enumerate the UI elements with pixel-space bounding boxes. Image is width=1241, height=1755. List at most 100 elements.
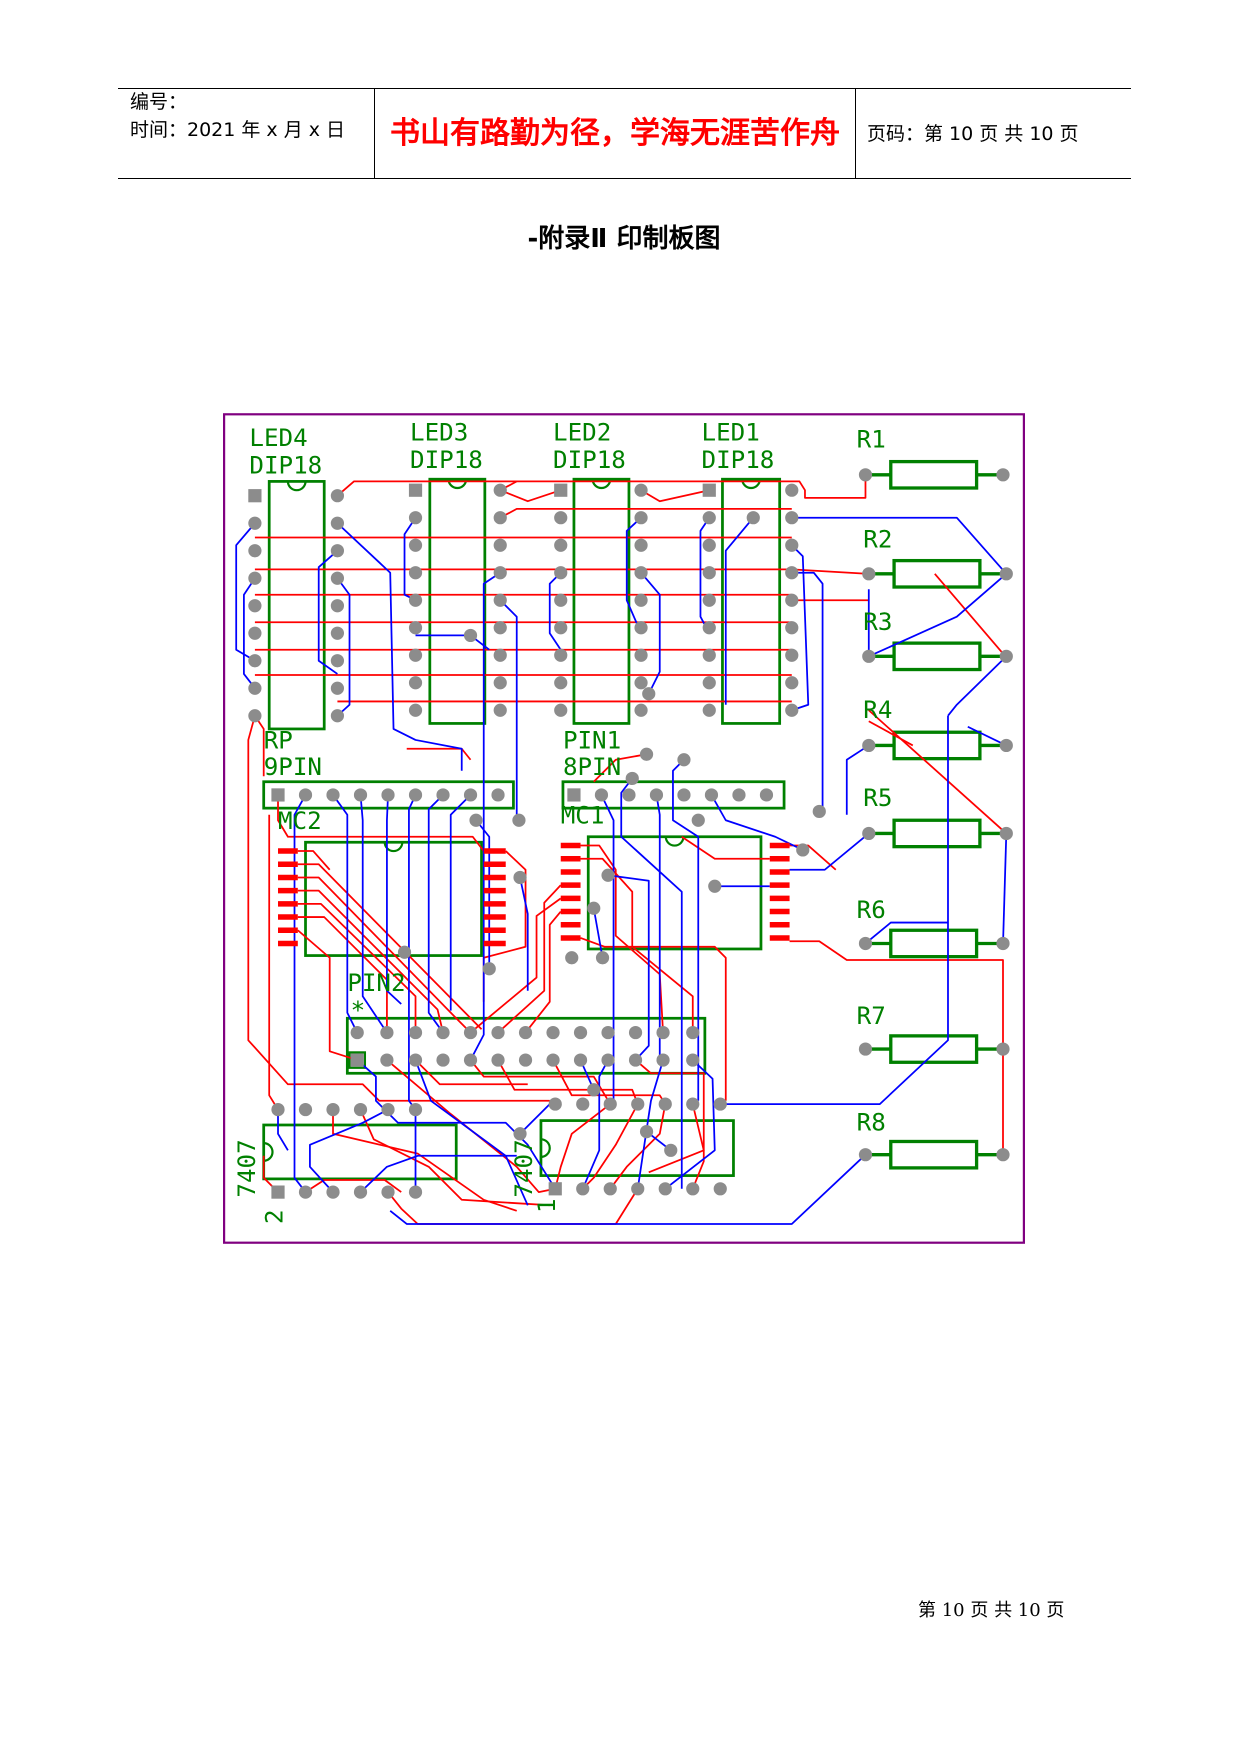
header-motto: 书山有路勤为径，学海无涯苦作舟 [390, 116, 840, 151]
resistor-label: R8 [857, 1108, 886, 1136]
led4-pad [330, 681, 345, 695]
top-layer-trace [648, 1103, 705, 1174]
led3-package-label: DIP18 [410, 446, 483, 474]
resistor-pad [858, 468, 873, 482]
led3-pad [493, 621, 507, 635]
u1-body [539, 1119, 735, 1177]
rp-pad [408, 788, 423, 802]
pin2-pad [546, 1053, 560, 1067]
via [463, 628, 478, 643]
pin2-pin1-box [348, 1051, 367, 1069]
top-layer-trace [332, 1109, 518, 1212]
pin1-pad [567, 788, 581, 802]
top-layer-trace [297, 863, 483, 1030]
resistor-pad [858, 936, 873, 951]
led1-pad [785, 511, 799, 525]
led2-body [572, 477, 631, 725]
pin2-pin1-marker: * [351, 996, 366, 1024]
pin1-pad [649, 788, 664, 802]
pin2-pad [573, 1053, 588, 1067]
u2-pad [326, 1102, 340, 1117]
led4-pad [248, 544, 262, 558]
rp-pad [298, 788, 313, 802]
mc1-ref-label: MC1 [561, 802, 605, 830]
u1-pad [631, 1182, 645, 1196]
led4-pad [248, 599, 262, 613]
pcb-layout-diagram: LED4 DIP18 LED3 DIP18 LED2 DIP18 LED1 DI… [223, 413, 1025, 1244]
via [691, 813, 705, 827]
led2-pad [634, 566, 648, 580]
led4-pad [330, 516, 345, 530]
mc2-body [304, 840, 483, 957]
led2-pad [554, 676, 568, 690]
pin2-pad [601, 1025, 615, 1040]
pin2-pad [408, 1053, 423, 1067]
resistor-pad [999, 567, 1013, 581]
top-layer-trace [336, 474, 867, 499]
mc1-body-notch [664, 836, 685, 847]
led1-pad [785, 676, 799, 690]
pin2-pad [686, 1025, 700, 1040]
led2-pad [554, 648, 568, 662]
u2-pad [353, 1102, 368, 1117]
via [601, 868, 615, 882]
led2-pad [634, 511, 648, 525]
led4-pad [248, 626, 262, 640]
resistor-body [889, 1034, 979, 1064]
led4-ref-label: LED4 [249, 424, 307, 452]
bottom-layer-trace [293, 794, 307, 1193]
resistor-label: R2 [863, 525, 892, 553]
led1-pad [702, 593, 716, 607]
led3-pad [408, 566, 423, 580]
resistor-body [892, 558, 982, 589]
led2-pad [634, 703, 648, 717]
pin2-pad [628, 1053, 643, 1067]
top-layer-trace [580, 844, 664, 1033]
led1-pad [702, 703, 716, 717]
pin2-pad [656, 1025, 670, 1040]
led1-pad [702, 511, 716, 525]
bottom-layer-trace [791, 544, 810, 712]
top-layer-trace [789, 844, 837, 871]
led3-pad [493, 676, 507, 690]
pin2-pad [380, 1053, 394, 1067]
pin2-pad [380, 1025, 394, 1040]
led1-body [721, 477, 782, 725]
bottom-layer-traces [235, 516, 1008, 1225]
led2-package-label: DIP18 [553, 446, 626, 474]
led1-pad [702, 676, 716, 690]
resistor-label: R6 [857, 896, 886, 924]
u2-pad [271, 1185, 285, 1199]
top-layer-trace [297, 850, 331, 871]
header-page-info: 页码：第 10 页 共 10 页 [867, 123, 1079, 145]
bottom-layer-trace [640, 572, 661, 695]
led1-pad [702, 621, 716, 635]
resistor-body [889, 459, 979, 490]
bottom-layer-trace [235, 522, 256, 662]
bottom-layer-trace [625, 517, 642, 634]
header-number-label: 编号： [130, 91, 188, 113]
bottom-layer-trace [592, 908, 604, 958]
pin2-pad [436, 1025, 450, 1040]
bottom-layer-trace [791, 516, 1007, 575]
rp-pad [271, 788, 285, 802]
led1-package-label: DIP18 [702, 446, 775, 474]
u1-pad [548, 1097, 562, 1111]
bottom-layer-trace [469, 571, 501, 1061]
pin1-package-label: 8PIN [563, 753, 621, 781]
resistor-label: R1 [857, 425, 886, 453]
header-time-label: 时间：2021 年 x 月 x 日 [130, 119, 346, 141]
bottom-layer-trace [868, 573, 1007, 658]
bottom-layer-trace [581, 1059, 609, 1190]
led4-pad [330, 571, 345, 585]
pin2-pad [518, 1025, 533, 1040]
u2-pad [408, 1185, 423, 1199]
u1-pad [576, 1097, 590, 1111]
top-layer-trace [277, 794, 485, 852]
u1-pad [658, 1182, 672, 1196]
led1-pad [702, 566, 716, 580]
pin2-pad [463, 1025, 478, 1040]
led3-pad [493, 538, 507, 552]
led1-pad [785, 648, 799, 662]
u1-pad [576, 1182, 590, 1196]
